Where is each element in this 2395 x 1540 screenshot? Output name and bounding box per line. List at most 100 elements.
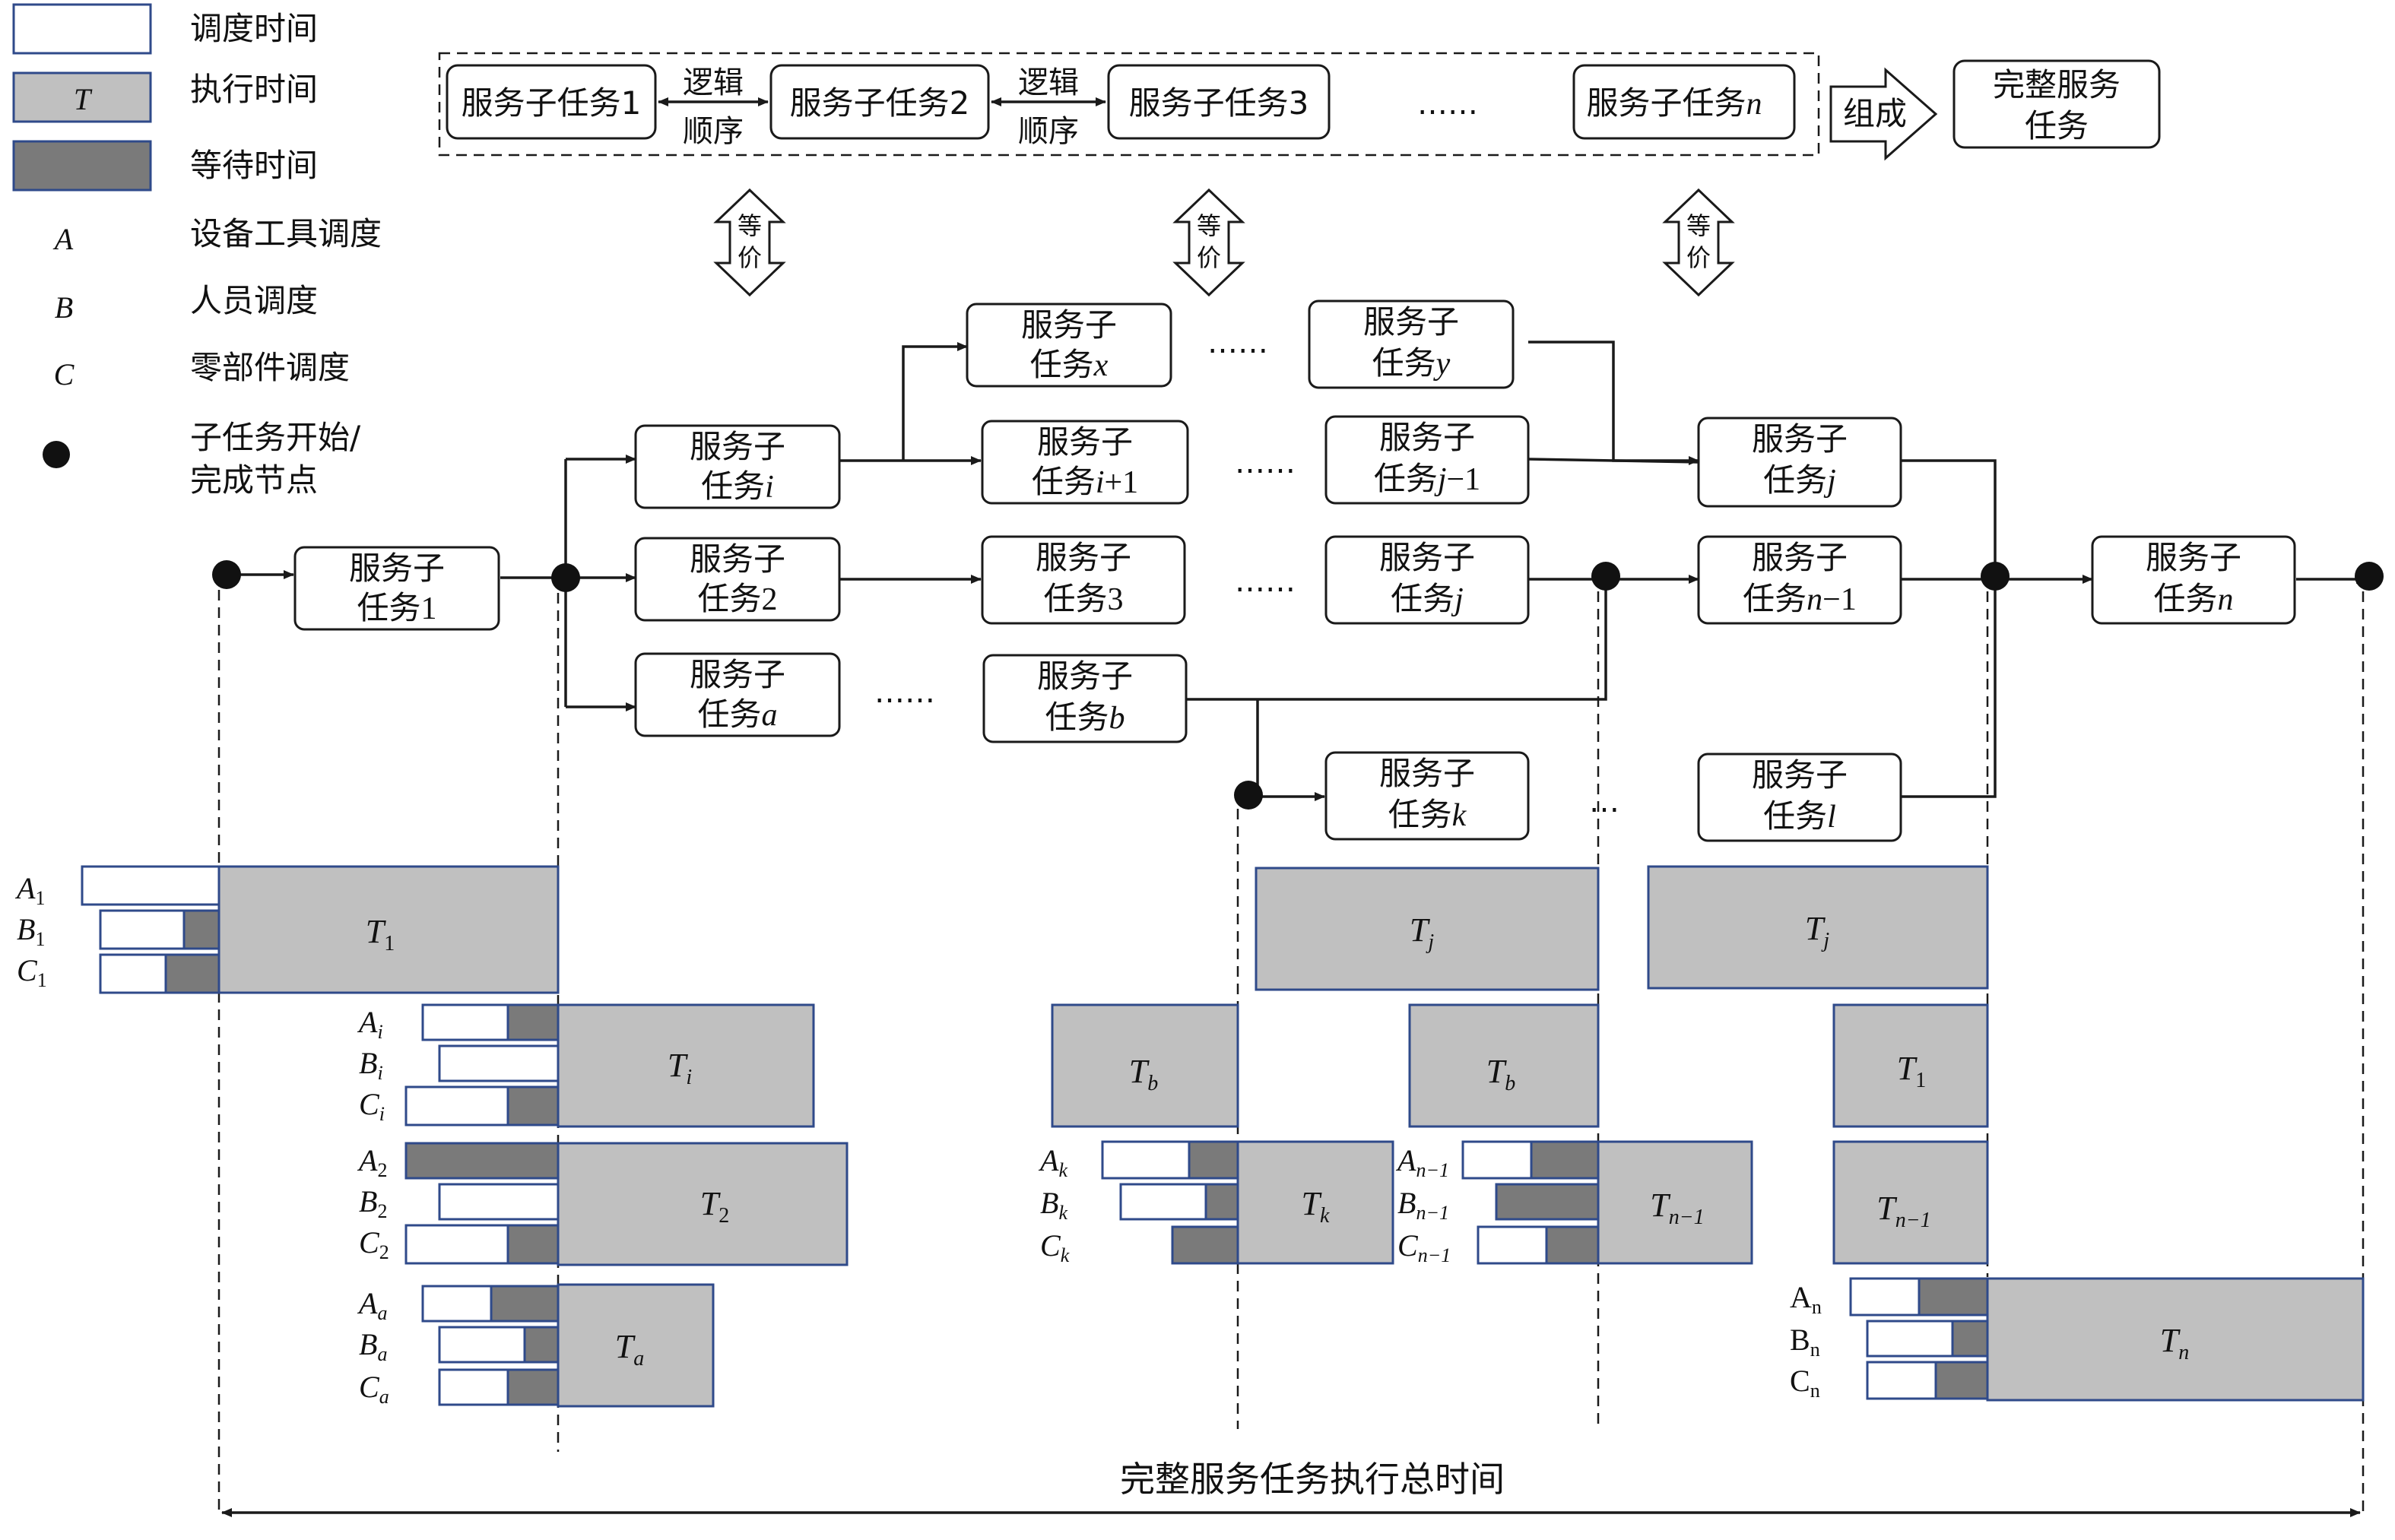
row-c2: C2 xyxy=(359,1225,389,1263)
row-b1: B1 xyxy=(17,912,45,950)
equiv-1-a: 等 xyxy=(738,211,762,240)
task-l-line1: 服务子 xyxy=(1752,756,1848,794)
task-j-merge xyxy=(1697,417,1902,508)
compose-label: 组成 xyxy=(1843,95,1907,132)
row-bn: Bn xyxy=(1790,1323,1820,1361)
exec-t1-2-label: T1 xyxy=(1897,1050,1926,1092)
task-jr-line2: 任务j xyxy=(1763,461,1836,499)
gantt: T1 A1 B1 C1 Ti Ai Bi Ci T2 A2 B xyxy=(14,865,2365,1408)
bar-c1-schedule xyxy=(99,953,167,994)
exec-tj-2 xyxy=(1647,865,1989,990)
gantt-group-b-left: Tb xyxy=(1051,1003,1239,1128)
task-b-line1: 服务子 xyxy=(1037,658,1133,695)
ellipsis-x-y: …… xyxy=(1207,325,1268,360)
gantt-group-2: T2 A2 B2 C2 xyxy=(357,1142,849,1266)
task-x-line2: 任务x xyxy=(1030,346,1109,383)
edge-ti-tx xyxy=(902,342,968,461)
network-nodes xyxy=(212,560,2384,810)
top-task-3-label: 服务子任务3 xyxy=(1129,84,1309,122)
edge-ty-tj xyxy=(1528,341,1699,465)
bar-ba-schedule xyxy=(438,1326,526,1364)
equiv-2-a: 等 xyxy=(1197,211,1221,240)
top-task-n xyxy=(1572,64,1796,140)
exec-tb-2-label: Tb xyxy=(1486,1053,1515,1095)
legend-exec-swatch xyxy=(12,71,152,123)
task-a-line2: 任务a xyxy=(697,696,777,733)
bar-aa-wait xyxy=(490,1285,560,1323)
equiv-arrow-1: 等 价 xyxy=(713,188,786,297)
bar-ai-schedule xyxy=(421,1003,509,1041)
row-ci: Ci xyxy=(359,1087,385,1125)
exec-tk-label: Tk xyxy=(1302,1185,1330,1228)
bar-cn1-schedule xyxy=(1477,1225,1548,1265)
exec-tj-2-label: Tj xyxy=(1805,910,1829,952)
bar-ba-wait xyxy=(523,1326,560,1364)
row-bi: Bi xyxy=(359,1046,383,1084)
logic-label-2b: 顺序 xyxy=(1018,114,1079,149)
task-j-minus-1 xyxy=(1324,415,1530,505)
task-jr-line1: 服务子 xyxy=(1752,420,1848,458)
exec-ta xyxy=(557,1283,715,1408)
double-arrow-icon xyxy=(1172,188,1245,297)
legend-b-symbol: B xyxy=(55,290,73,325)
equiv-3-a: 等 xyxy=(1686,211,1711,240)
task-x-line1: 服务子 xyxy=(1021,306,1117,344)
legend-c-label: 零部件调度 xyxy=(190,349,350,386)
exec-ti-label: Ti xyxy=(668,1047,692,1089)
top-task-3 xyxy=(1107,64,1331,140)
double-arrow-icon xyxy=(713,188,786,297)
task-3 xyxy=(981,535,1186,625)
equiv-1-b: 价 xyxy=(738,243,762,272)
row-ai: Ai xyxy=(357,1005,383,1043)
task-y-line1: 服务子 xyxy=(1363,303,1459,341)
bar-ak-wait xyxy=(1188,1140,1239,1180)
gantt-group-1: T1 A1 B1 C1 xyxy=(14,865,560,994)
exec-t1-label: T1 xyxy=(366,913,395,955)
sequence-dashed-frame xyxy=(438,52,1820,157)
edge-tb-merge xyxy=(1186,579,1607,701)
ellipsis-k-l: … xyxy=(1589,784,1619,819)
logic-label-1a: 逻辑 xyxy=(683,65,744,100)
task-k-line1: 服务子 xyxy=(1379,755,1475,792)
task-3-line1: 服务子 xyxy=(1036,539,1131,576)
row-an: An xyxy=(1790,1280,1822,1318)
compose-arrow-icon xyxy=(1829,67,1938,161)
top-task-1 xyxy=(446,64,657,140)
exec-t1-2 xyxy=(1832,1003,1989,1128)
task-3-line2: 任务3 xyxy=(1043,580,1123,617)
node-after-t1 xyxy=(551,563,580,592)
bar-an1-wait xyxy=(1530,1140,1600,1180)
legend-c-symbol: C xyxy=(54,357,75,391)
task-j1-line2: 任务j−1 xyxy=(1374,460,1480,497)
ellipsis-a-b: …… xyxy=(874,675,935,710)
task-y xyxy=(1308,299,1515,389)
legend-schedule-label: 调度时间 xyxy=(190,10,318,47)
top-task-2 xyxy=(769,64,990,140)
task-i-line1: 服务子 xyxy=(690,428,785,465)
task-a xyxy=(634,652,841,737)
legend-exec-label: 执行时间 xyxy=(190,71,318,108)
bar-an-schedule xyxy=(1849,1277,1921,1317)
task-j-line2: 任务j xyxy=(1391,580,1464,617)
bar-aa-schedule xyxy=(421,1285,493,1323)
double-arrow-icon xyxy=(1662,188,1735,297)
bar-bk-wait xyxy=(1204,1183,1239,1221)
bar-ca-wait xyxy=(506,1368,560,1406)
task-1-line2: 任务1 xyxy=(357,589,436,626)
gantt-group-b-right: Tb xyxy=(1408,1003,1600,1128)
task-n1-line1: 服务子 xyxy=(1752,539,1848,576)
gantt-group-1-right: T1 xyxy=(1832,1003,1989,1128)
edge-tj1-tj xyxy=(1527,458,1699,464)
complete-task-label-2: 任务 xyxy=(2025,107,2089,144)
task-i-plus-1 xyxy=(981,420,1189,505)
row-a2: A2 xyxy=(357,1143,387,1181)
top-task-sequence: 服务子任务1 逻辑 顺序 服务子任务2 逻辑 顺序 服务子任务3 …… 服务子任… xyxy=(438,52,2161,161)
exec-t1 xyxy=(217,865,560,994)
node-end xyxy=(2355,562,2384,591)
equiv-arrow-3: 等 价 xyxy=(1662,188,1735,297)
network-tasks: 服务子 任务1 服务子 任务i 服务子 任务2 服务子 任务a …… 服务子 任… xyxy=(293,299,2296,842)
task-j-line1: 服务子 xyxy=(1379,539,1475,576)
exec-tn1-2 xyxy=(1832,1140,1989,1265)
